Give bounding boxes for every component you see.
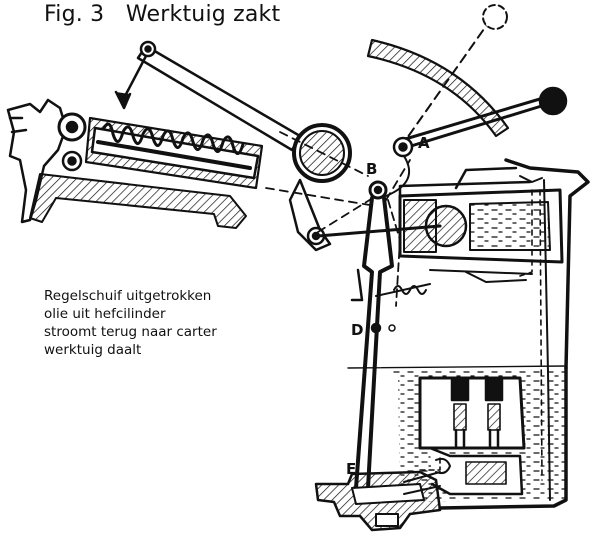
regulating-valve <box>314 455 442 532</box>
figure-title: Fig. 3 Werktuig zakt <box>44 2 281 27</box>
control-quadrant <box>366 4 568 197</box>
figure-caption: Regelschuif uitgetrokken olie uit hefcil… <box>44 287 217 359</box>
caption-line: werktuig daalt <box>44 342 142 358</box>
point-label-e: E <box>346 460 357 478</box>
raised-position-lines <box>265 131 411 233</box>
point-label-d: D <box>351 321 364 339</box>
control-valve-block <box>418 376 526 496</box>
point-label-a: A <box>418 134 430 152</box>
spring-linkage <box>6 40 302 229</box>
caption-line: Regelschuif uitgetrokken <box>44 288 212 304</box>
point-label-b: B <box>366 160 378 178</box>
caption-line: stroomt terug naar carter <box>44 324 217 340</box>
lift-cylinder <box>316 180 564 264</box>
caption-line: olie uit hefcilinder <box>44 306 166 322</box>
